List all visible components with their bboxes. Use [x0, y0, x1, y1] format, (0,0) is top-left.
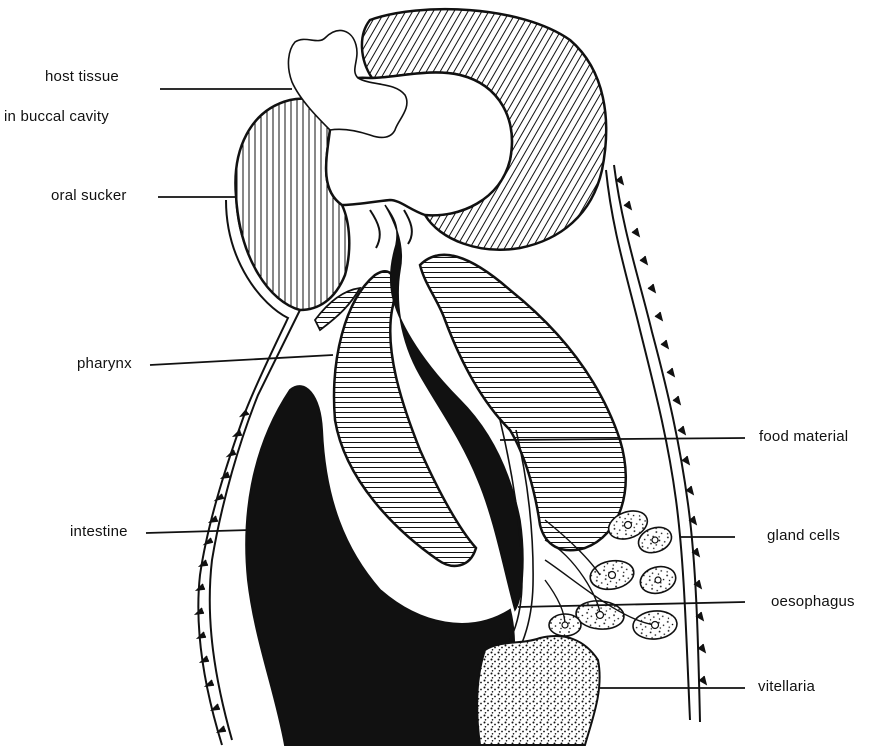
- leader-intestine: [146, 530, 250, 533]
- vitellaria: [477, 636, 599, 745]
- leader-pharynx: [150, 355, 333, 365]
- label-oral-sucker: oral sucker: [51, 187, 127, 204]
- label-pharynx: pharynx: [77, 355, 132, 372]
- leader-oesophagus: [518, 602, 745, 607]
- label-food-material: food material: [759, 428, 848, 445]
- label-vitellaria: vitellaria: [758, 678, 815, 695]
- label-host-tissue: host tissue: [45, 68, 119, 85]
- label-intestine: intestine: [70, 523, 128, 540]
- label-gland-cells: gland cells: [767, 527, 840, 544]
- label-buccal-cavity: in buccal cavity: [4, 108, 109, 125]
- label-oesophagus: oesophagus: [771, 593, 855, 610]
